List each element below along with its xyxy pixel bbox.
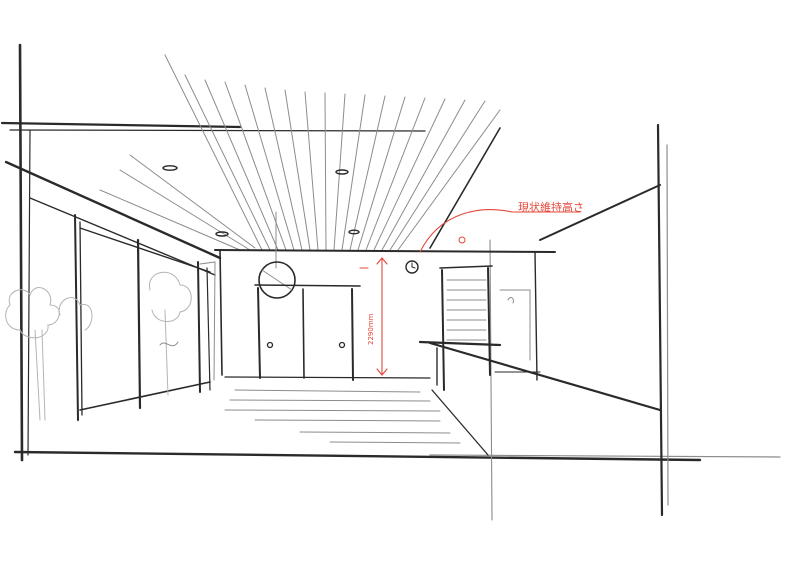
left-window-wall	[4, 160, 222, 421]
floor-lines	[224, 389, 489, 456]
height-annotation: 2290mm	[359, 257, 388, 376]
ceiling-slats	[99, 54, 501, 251]
right-wall	[418, 184, 662, 412]
note-leader: 現状維持高さ	[419, 200, 584, 253]
wall-clock	[405, 260, 419, 274]
double-doors	[254, 284, 361, 381]
height-note: 現状維持高さ	[518, 200, 584, 214]
frame-lines	[0, 43, 781, 521]
back-wall	[214, 249, 556, 379]
trees-outside	[5, 271, 192, 421]
ceiling-downlights	[162, 165, 360, 237]
dimension-label: 2290mm	[367, 313, 375, 345]
pendant-lamp	[258, 211, 296, 299]
